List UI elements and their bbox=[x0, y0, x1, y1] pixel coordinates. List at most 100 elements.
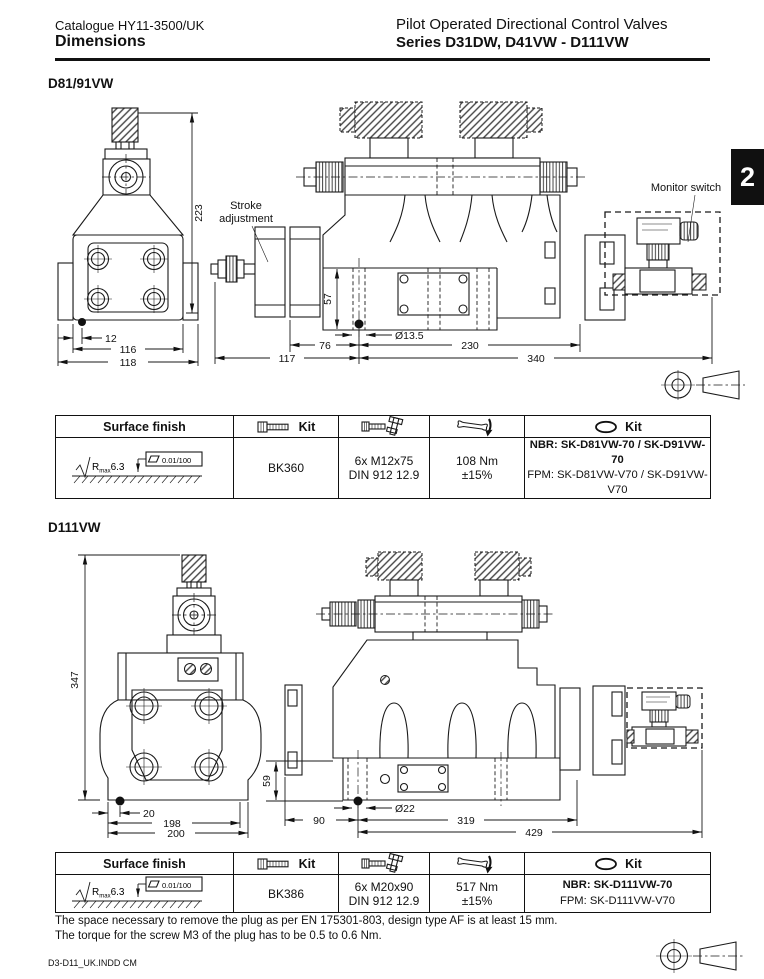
dim-90: 90 bbox=[313, 815, 325, 827]
dim-hole-dia: Ø22 bbox=[395, 803, 415, 815]
bolt-kit-cell: BK360 bbox=[233, 436, 339, 500]
nbr-seal-kit: NBR: SK-D111VW-70 bbox=[562, 879, 673, 892]
locating-pin bbox=[353, 796, 363, 806]
valve-flange bbox=[72, 234, 184, 321]
torque-tolerance: ±15% bbox=[461, 893, 493, 908]
seal-kit-header: Kit bbox=[524, 852, 711, 875]
locating-pin bbox=[115, 796, 125, 806]
catalogue-number: Catalogue HY11-3500/UK bbox=[55, 18, 205, 33]
rmax-prefix: R bbox=[92, 887, 99, 898]
file-reference: D3-D11_UK.INDD CM bbox=[48, 958, 137, 968]
main-valve-body bbox=[322, 194, 561, 331]
screw-standard: DIN 912 12.9 bbox=[348, 468, 420, 483]
nbr-seal-kit: NBR: SK-D81VW-70 / SK-D91VW-70 bbox=[529, 439, 706, 467]
fpm-seal-kit: FPM: SK-D111VW-V70 bbox=[559, 894, 675, 907]
screw-size: 6x M20x90 bbox=[354, 879, 414, 894]
surface-finish-header: Surface finish bbox=[55, 415, 234, 438]
flatness-value: 0.01/100 bbox=[162, 456, 191, 465]
chapter-number: 2 bbox=[739, 161, 756, 192]
rmax-value: 6.3 bbox=[110, 462, 124, 473]
kit-label: Kit bbox=[625, 419, 642, 434]
side-view-valve: 59 Ø22 90 319 429 bbox=[261, 551, 703, 839]
dim-76: 76 bbox=[319, 340, 331, 352]
svg-text:Rmax6.3: Rmax6.3 bbox=[92, 462, 125, 475]
kit-label: Kit bbox=[625, 856, 642, 871]
table-header-row: Surface finish Kit Kit bbox=[55, 415, 711, 438]
front-view-valve: 347 20 198 200 bbox=[69, 554, 262, 840]
dim-198: 198 bbox=[163, 818, 181, 830]
svg-text:Rmax6.3: Rmax6.3 bbox=[92, 887, 125, 900]
dim-20: 20 bbox=[143, 808, 155, 820]
header-divider bbox=[55, 58, 710, 61]
surface-finish-label: Surface finish bbox=[103, 856, 186, 871]
solenoid-connector bbox=[377, 551, 423, 581]
flatness-value: 0.01/100 bbox=[162, 881, 191, 890]
locating-pin bbox=[354, 319, 364, 329]
figure-d111vw: 347 20 198 200 bbox=[69, 551, 703, 840]
socket-screw-icon bbox=[257, 857, 289, 870]
spec-table-d111vw: Surface finish Kit Kit Rmax6.3 0.01/100 bbox=[55, 852, 711, 913]
series-subtitle: Series D31DW, D41VW - D111VW bbox=[396, 34, 629, 51]
screw-standard: DIN 912 12.9 bbox=[348, 893, 420, 908]
rmax-sub: max bbox=[99, 894, 110, 900]
rmax-sub: max bbox=[99, 468, 110, 474]
dim-347: 347 bbox=[69, 671, 81, 689]
section-label-d8191vw: D81/91VW bbox=[48, 76, 114, 91]
spec-table-d8191vw: Surface finish Kit Kit Rmax6.3 0.01/100 bbox=[55, 415, 711, 500]
torque-value: 108 Nm bbox=[455, 454, 499, 469]
monitor-switch-label: Monitor switch bbox=[651, 182, 721, 194]
seal-kit-header: Kit bbox=[524, 415, 711, 438]
cable-gland bbox=[111, 107, 139, 143]
switch-bracket-plate bbox=[592, 685, 626, 776]
dim-340: 340 bbox=[527, 353, 545, 365]
solenoid-connector bbox=[354, 101, 423, 139]
dim-223: 223 bbox=[193, 204, 205, 222]
dim-118: 118 bbox=[120, 357, 137, 369]
bolt-kit-cell: BK386 bbox=[233, 874, 339, 913]
torque-header bbox=[429, 415, 525, 438]
footnote-line2: The torque for the screw M3 of the plug … bbox=[55, 930, 382, 943]
torque-header bbox=[429, 852, 525, 875]
torque-cell: 108 Nm±15% bbox=[429, 436, 525, 500]
solenoid-connector bbox=[459, 101, 528, 139]
dim-12: 12 bbox=[105, 333, 117, 345]
mounting-bolts bbox=[126, 688, 227, 785]
torque-wrench-icon bbox=[457, 418, 493, 436]
rmax-prefix: R bbox=[92, 462, 99, 473]
table-header-row: Surface finish Kit Kit bbox=[55, 852, 711, 875]
dim-200: 200 bbox=[167, 828, 185, 840]
kit-label: Kit bbox=[298, 856, 316, 871]
surface-finish-cell: Rmax6.3 0.01/100 bbox=[55, 436, 234, 500]
bolt-kit-header: Kit bbox=[233, 852, 339, 875]
switch-bracket bbox=[559, 687, 581, 771]
torque-cell: 517 Nm±15% bbox=[429, 874, 525, 913]
screw-spec-header bbox=[338, 852, 430, 875]
torque-tolerance: ±15% bbox=[461, 468, 493, 483]
surface-finish-symbol: Rmax6.3 0.01/100 bbox=[71, 876, 203, 909]
solenoid-connector bbox=[474, 551, 520, 581]
dim-117: 117 bbox=[279, 353, 296, 365]
side-view-valve: Stroke adjustment Monitor switch 57 Ø13.… bbox=[210, 101, 721, 365]
footnotes: The space necessary to remove the plug a… bbox=[55, 914, 557, 944]
figure-d8191vw: 223 12 116 118 bbox=[57, 101, 745, 400]
section-label-d111vw: D111VW bbox=[48, 520, 101, 535]
screw-caliper-icon bbox=[361, 415, 404, 436]
mounting-bolts bbox=[84, 245, 168, 313]
screw-spec-header bbox=[338, 415, 430, 438]
document-title: Pilot Operated Directional Control Valve… bbox=[396, 16, 668, 33]
mounting-pad bbox=[397, 764, 449, 793]
chapter-tab: 2 bbox=[731, 149, 764, 205]
screw-size: 6x M12x75 bbox=[354, 454, 414, 469]
o-ring-icon bbox=[595, 857, 618, 870]
kit-label: Kit bbox=[298, 419, 316, 434]
monitor-switch bbox=[612, 217, 707, 295]
stroke-adjustment-screw bbox=[210, 226, 321, 318]
mounting-pad bbox=[397, 272, 470, 316]
torque-value: 517 Nm bbox=[455, 879, 499, 894]
